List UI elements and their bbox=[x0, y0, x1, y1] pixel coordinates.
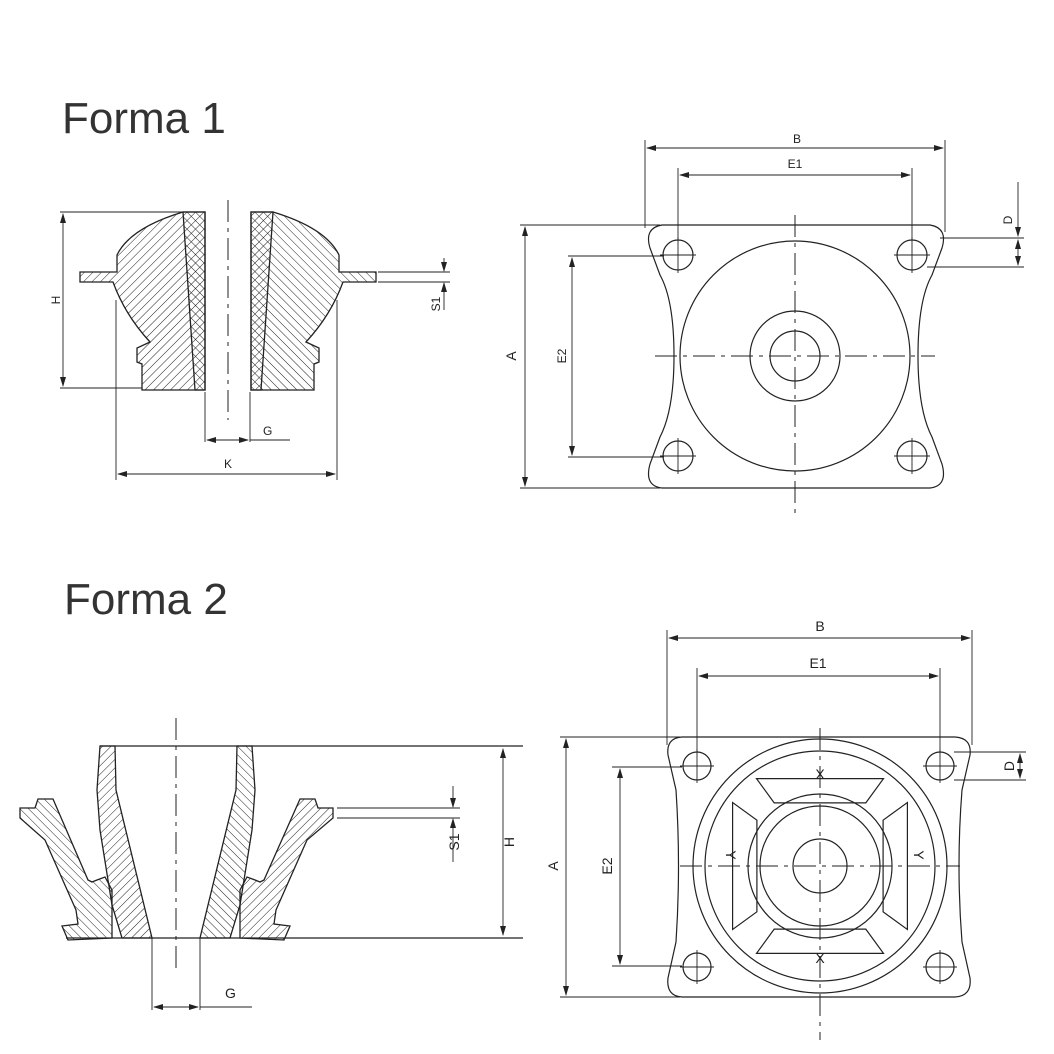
forma2-dim-D: D bbox=[1001, 761, 1017, 771]
forma1-dim-H: H bbox=[49, 296, 63, 305]
forma1-dim-K: K bbox=[224, 457, 232, 471]
forma1-dim-S1: S1 bbox=[429, 296, 443, 311]
segment-2 bbox=[755, 928, 885, 954]
forma2-label-Y-left: Y bbox=[723, 850, 739, 860]
forma2-dim-E2: E2 bbox=[599, 857, 615, 874]
forma2-dim-G: G bbox=[225, 985, 236, 1001]
forma2-label-X-top: X bbox=[815, 766, 825, 782]
segment-3 bbox=[732, 801, 758, 931]
forma2-dim-A: A bbox=[545, 861, 561, 871]
forma2-title: Forma 2 bbox=[64, 575, 228, 624]
forma2-label-Y-right: Y bbox=[911, 850, 927, 860]
forma2-dim-E1: E1 bbox=[809, 655, 826, 671]
forma1-dim-B: B bbox=[793, 132, 801, 146]
forma1-dim-E2: E2 bbox=[555, 348, 569, 363]
forma1-dim-E1: E1 bbox=[788, 157, 803, 171]
segment-0 bbox=[755, 778, 885, 804]
forma2-dim-S1: S1 bbox=[446, 833, 462, 850]
forma2-side-view: H S1 G bbox=[19, 718, 523, 1010]
forma1-title: Forma 1 bbox=[62, 94, 226, 143]
segment-1 bbox=[882, 801, 908, 931]
forma1-dim-A: A bbox=[503, 351, 519, 361]
forma1-dim-D: D bbox=[1001, 215, 1015, 224]
forma2-dim-H: H bbox=[501, 837, 517, 847]
forma1-dim-G: G bbox=[263, 424, 272, 438]
forma2-dim-B: B bbox=[815, 618, 824, 634]
forma1-top-view: B E1 D A E2 bbox=[503, 132, 1024, 518]
forma2-top-view: X X Y Y B E1 D A E2 bbox=[545, 618, 1026, 1040]
forma1-side-view: H S1 G K bbox=[49, 200, 450, 480]
forma2-label-X-bottom: X bbox=[815, 950, 825, 966]
